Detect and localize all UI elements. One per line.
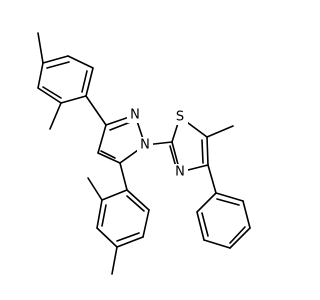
molecule-canvas: N N S N: [37, 32, 251, 275]
thiazole-methyl: [206, 125, 234, 138]
pyrazole-to-lower-ring: [119, 162, 128, 191]
atom-thiazole-s: S: [172, 109, 188, 125]
lower-ring-methyl-ortho: [87, 177, 103, 201]
molecule-structure: N N S N: [37, 32, 251, 275]
upper-ring-to-pyrazole: [85, 95, 107, 126]
upper-ring-methyl-ortho: [49, 102, 62, 130]
atom-thiazole-n: N: [172, 164, 188, 180]
lower-ring-methyl-para: [111, 246, 118, 275]
phenyl-ring: [196, 192, 251, 249]
upper-ring-methyl-para: [37, 32, 44, 64]
upper-dimethylphenyl-ring: [37, 55, 94, 104]
atom-n2: N: [137, 137, 153, 153]
svg-text:N: N: [140, 138, 150, 153]
svg-text:N: N: [175, 165, 185, 180]
lower-dimethylphenyl-ring: [96, 189, 150, 248]
svg-text:N: N: [130, 108, 140, 123]
thiazole-to-phenyl: [207, 164, 217, 194]
svg-text:S: S: [176, 110, 184, 125]
atom-n1: N: [127, 107, 143, 123]
